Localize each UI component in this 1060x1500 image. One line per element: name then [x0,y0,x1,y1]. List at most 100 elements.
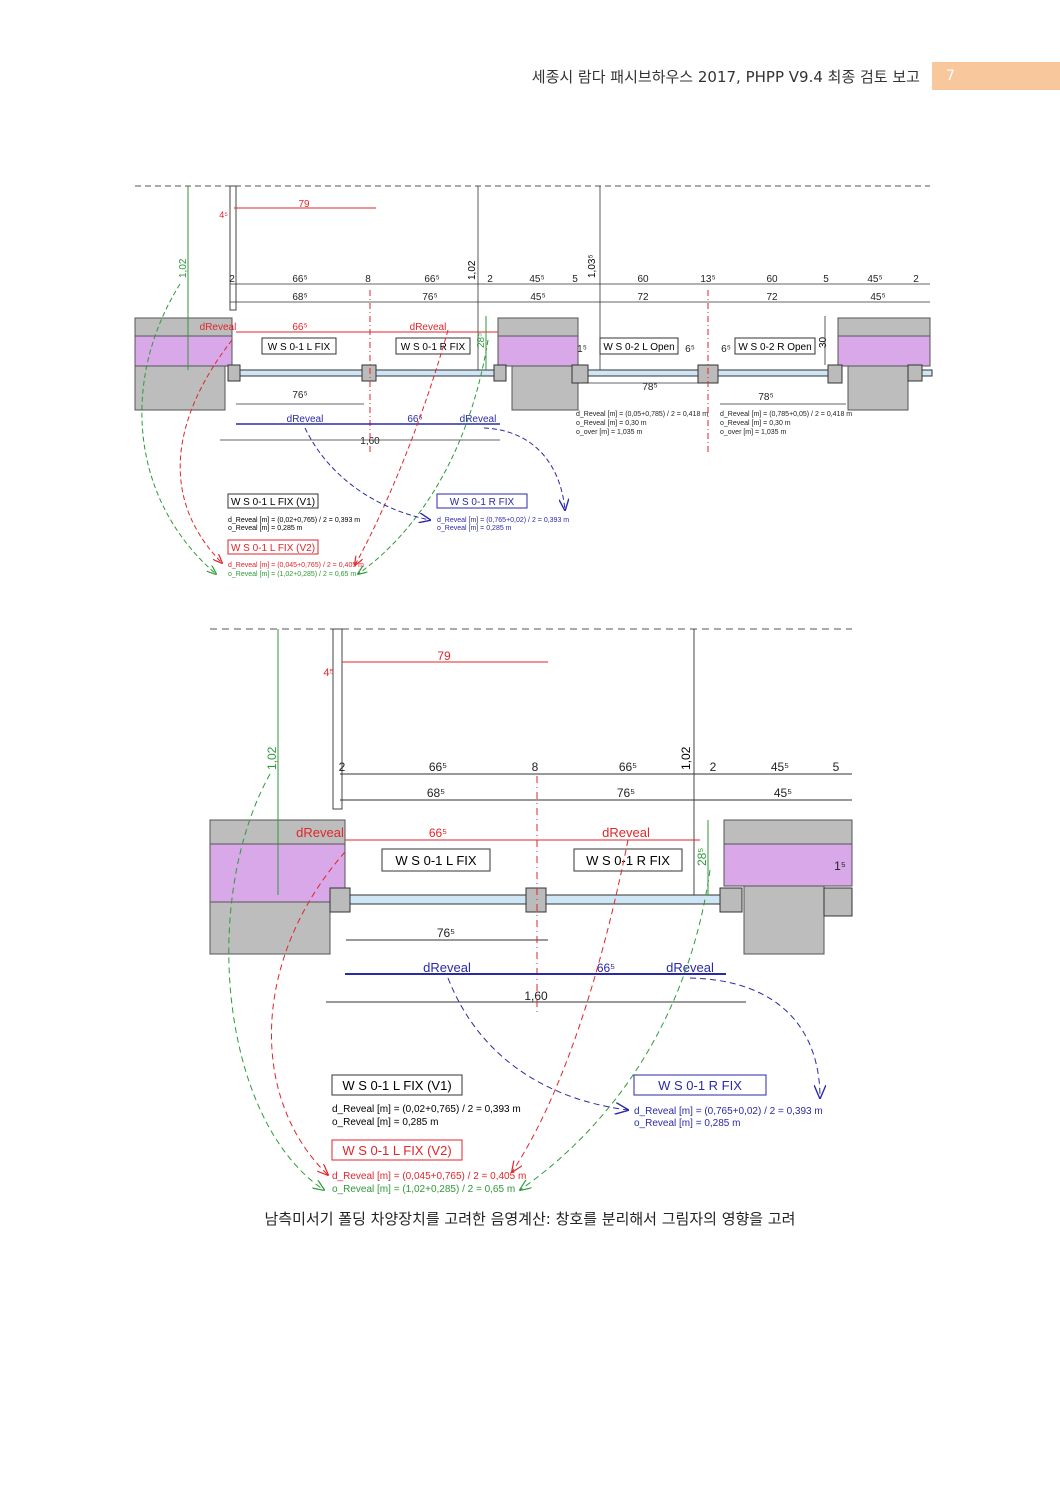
dimension-label: 78⁵ [642,382,657,393]
dreveal-label: dReveal [296,825,344,840]
dreveal-label: dReveal [602,825,650,840]
insulation-right [723,843,853,887]
formula-text: o_Reveal [m] = (1,02+0,285) / 2 = 0,65 m [228,571,356,578]
window-label: W S 0-1 R FIX [401,342,466,353]
frame [827,364,843,384]
box-rfix-label: W S 0-1 R FIX [450,497,515,508]
dreveal-label: dReveal [666,960,714,975]
window-label: W S 0-2 L Open [603,342,674,353]
dreveal-label: dReveal [287,414,324,425]
dimension-label: 66⁵ [619,760,637,774]
dimension-label: 66⁵ [429,760,447,774]
wall-right-top [723,819,853,845]
insulation-left [134,335,233,367]
dimension-label: 28⁵ [695,848,709,866]
formula-text: d_Reveal [m] = (0,02+0,765) / 2 = 0,393 … [332,1104,521,1115]
window-label: W S 0-2 R Open [738,342,811,353]
dimension-label: 66⁵ [292,274,307,285]
dimension-label: 79 [437,649,451,663]
box-rfix-label: W S 0-1 R FIX [658,1078,742,1093]
wall-right-bottom [847,365,909,411]
dimension-label: 2 [339,760,346,774]
formula-text: d_Reveal [m] = (0,785+0,05) / 2 = 0,418 … [720,411,852,418]
dreveal-label: dReveal [460,414,497,425]
box-v2-label: W S 0-1 L FIX (V2) [231,543,315,554]
dimension-label: 5 [833,760,840,774]
dimension-label: 1⁵ [834,859,846,873]
report-title: 세종시 람다 패시브하우스 2017, PHPP V9.4 최종 검토 보고 [531,68,920,86]
dimension-label: 5 [572,274,578,285]
frame [493,364,507,382]
page-number: 7 [932,62,1060,90]
dimension-label: 6⁵ [721,344,731,355]
figure-caption: 남측미서기 폴딩 차양장치를 고려한 음영계산: 창호를 분리해서 그림자의 영… [264,1210,796,1228]
dimension-label: 2 [710,760,717,774]
glass-pane [543,894,725,905]
dimension-label: 45⁵ [870,292,885,303]
formula-text: o_over [m] = 1,035 m [720,429,787,436]
frame [907,364,923,382]
shading-device [332,628,343,810]
dimension-label: 28⁵ [476,333,487,348]
dimension-label: 45⁵ [530,292,545,303]
dimension-label: 4⁵ [323,667,334,679]
page-header: 세종시 람다 패시브하우스 2017, PHPP V9.4 최종 검토 보고 7 [0,62,1060,90]
formula-text: o_Reveal [m] = 0,285 m [634,1118,740,1129]
dimension-label: 66⁵ [424,274,439,285]
wall-right-bottom [743,885,825,955]
dimension-label: 79 [298,199,310,210]
wall-mid-bottom [511,365,579,411]
frame [571,364,589,384]
formula-text: o_Reveal [m] = 0,285 m [437,525,512,532]
formula-text: d_Reveal [m] = (0,05+0,785) / 2 = 0,418 … [576,411,708,418]
box-v1-label: W S 0-1 L FIX (V1) [342,1078,451,1093]
dimension-label: 1,02 [679,746,693,770]
formula-text: o_Reveal [m] = 0,285 m [332,1117,438,1128]
dimension-label: 2 [487,274,493,285]
frame [719,887,743,913]
dimension-label: 66⁵ [429,826,447,840]
dimension-label: 6⁵ [685,344,695,355]
dimension-label: 1,02 [467,260,478,280]
dimension-label: 68⁵ [292,292,307,303]
dimension-label: 76⁵ [437,926,455,940]
dimension-label: 60 [766,274,778,285]
dimension-label: 45⁵ [529,274,544,285]
frame [227,364,241,382]
window-label: W S 0-1 L FIX [395,853,476,868]
dimension-label: 45⁵ [867,274,882,285]
dreveal-label: dReveal [423,960,471,975]
glass-pane [346,894,528,905]
dimension-label: 68⁵ [427,786,445,800]
dimension-label: 76⁵ [422,292,437,303]
dimension-label: 1⁵ [577,344,587,355]
frame [525,887,547,913]
frame [823,887,853,917]
formula-text: o_Reveal [m] = (1,02+0,285) / 2 = 0,65 m [332,1184,515,1195]
formula-text: d_Reveal [m] = (0,045+0,765) / 2 = 0,405… [332,1171,526,1182]
dimension-label: 5 [823,274,829,285]
formula-text: o_over [m] = 1,035 m [576,429,643,436]
window-label: W S 0-1 L FIX [268,342,331,353]
formula-text: d_Reveal [m] = (0,045+0,765) / 2 = 0,405… [228,562,364,569]
dimension-label: 66⁵ [407,414,422,425]
dimension-label: 1,02 [178,258,189,278]
formula-text: o_Reveal [m] = 0,285 m [228,525,303,532]
dimension-label: 76⁵ [292,390,307,401]
formula-text: o_Reveal [m] = 0,30 m [720,420,791,427]
dimension-label: 76⁵ [617,786,635,800]
dimension-label: 45⁵ [774,786,792,800]
dreveal-label: dReveal [200,322,237,333]
formula-text: d_Reveal [m] = (0,765+0,02) / 2 = 0,393 … [437,517,569,524]
dimension-label: 2 [229,274,235,285]
dimension-label: 8 [365,274,371,285]
dimension-label: 45⁵ [771,760,789,774]
dimension-label: 1,03⁵ [587,254,598,278]
box-v1-label: W S 0-1 L FIX (V1) [231,497,315,508]
dimension-label: 78⁵ [758,392,773,403]
dimension-label: 30 [818,336,829,348]
formula-text: o_Reveal [m] = 0,30 m [576,420,647,427]
window-label: W S 0-1 R FIX [586,853,670,868]
